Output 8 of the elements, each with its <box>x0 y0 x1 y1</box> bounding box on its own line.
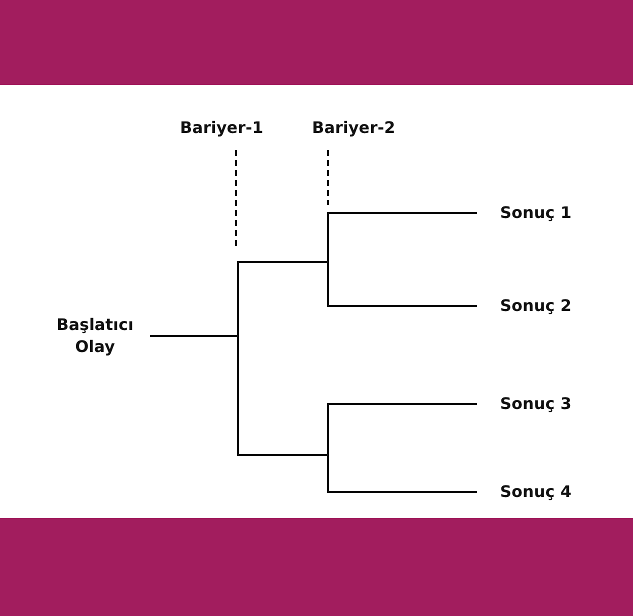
outcome-label: Sonuç 4 <box>477 481 572 503</box>
barrier-label: Bariyer-2 <box>312 118 396 137</box>
tree-branch-line <box>150 335 477 493</box>
outcome-label: Sonuç 2 <box>477 295 572 317</box>
outcome-label: Sonuç 1 <box>477 202 572 224</box>
barrier-label: Bariyer-1 <box>180 118 264 137</box>
outcome-label: Sonuç 3 <box>477 393 572 415</box>
initiating-event-label: Başlatıcı Olay <box>40 314 150 358</box>
